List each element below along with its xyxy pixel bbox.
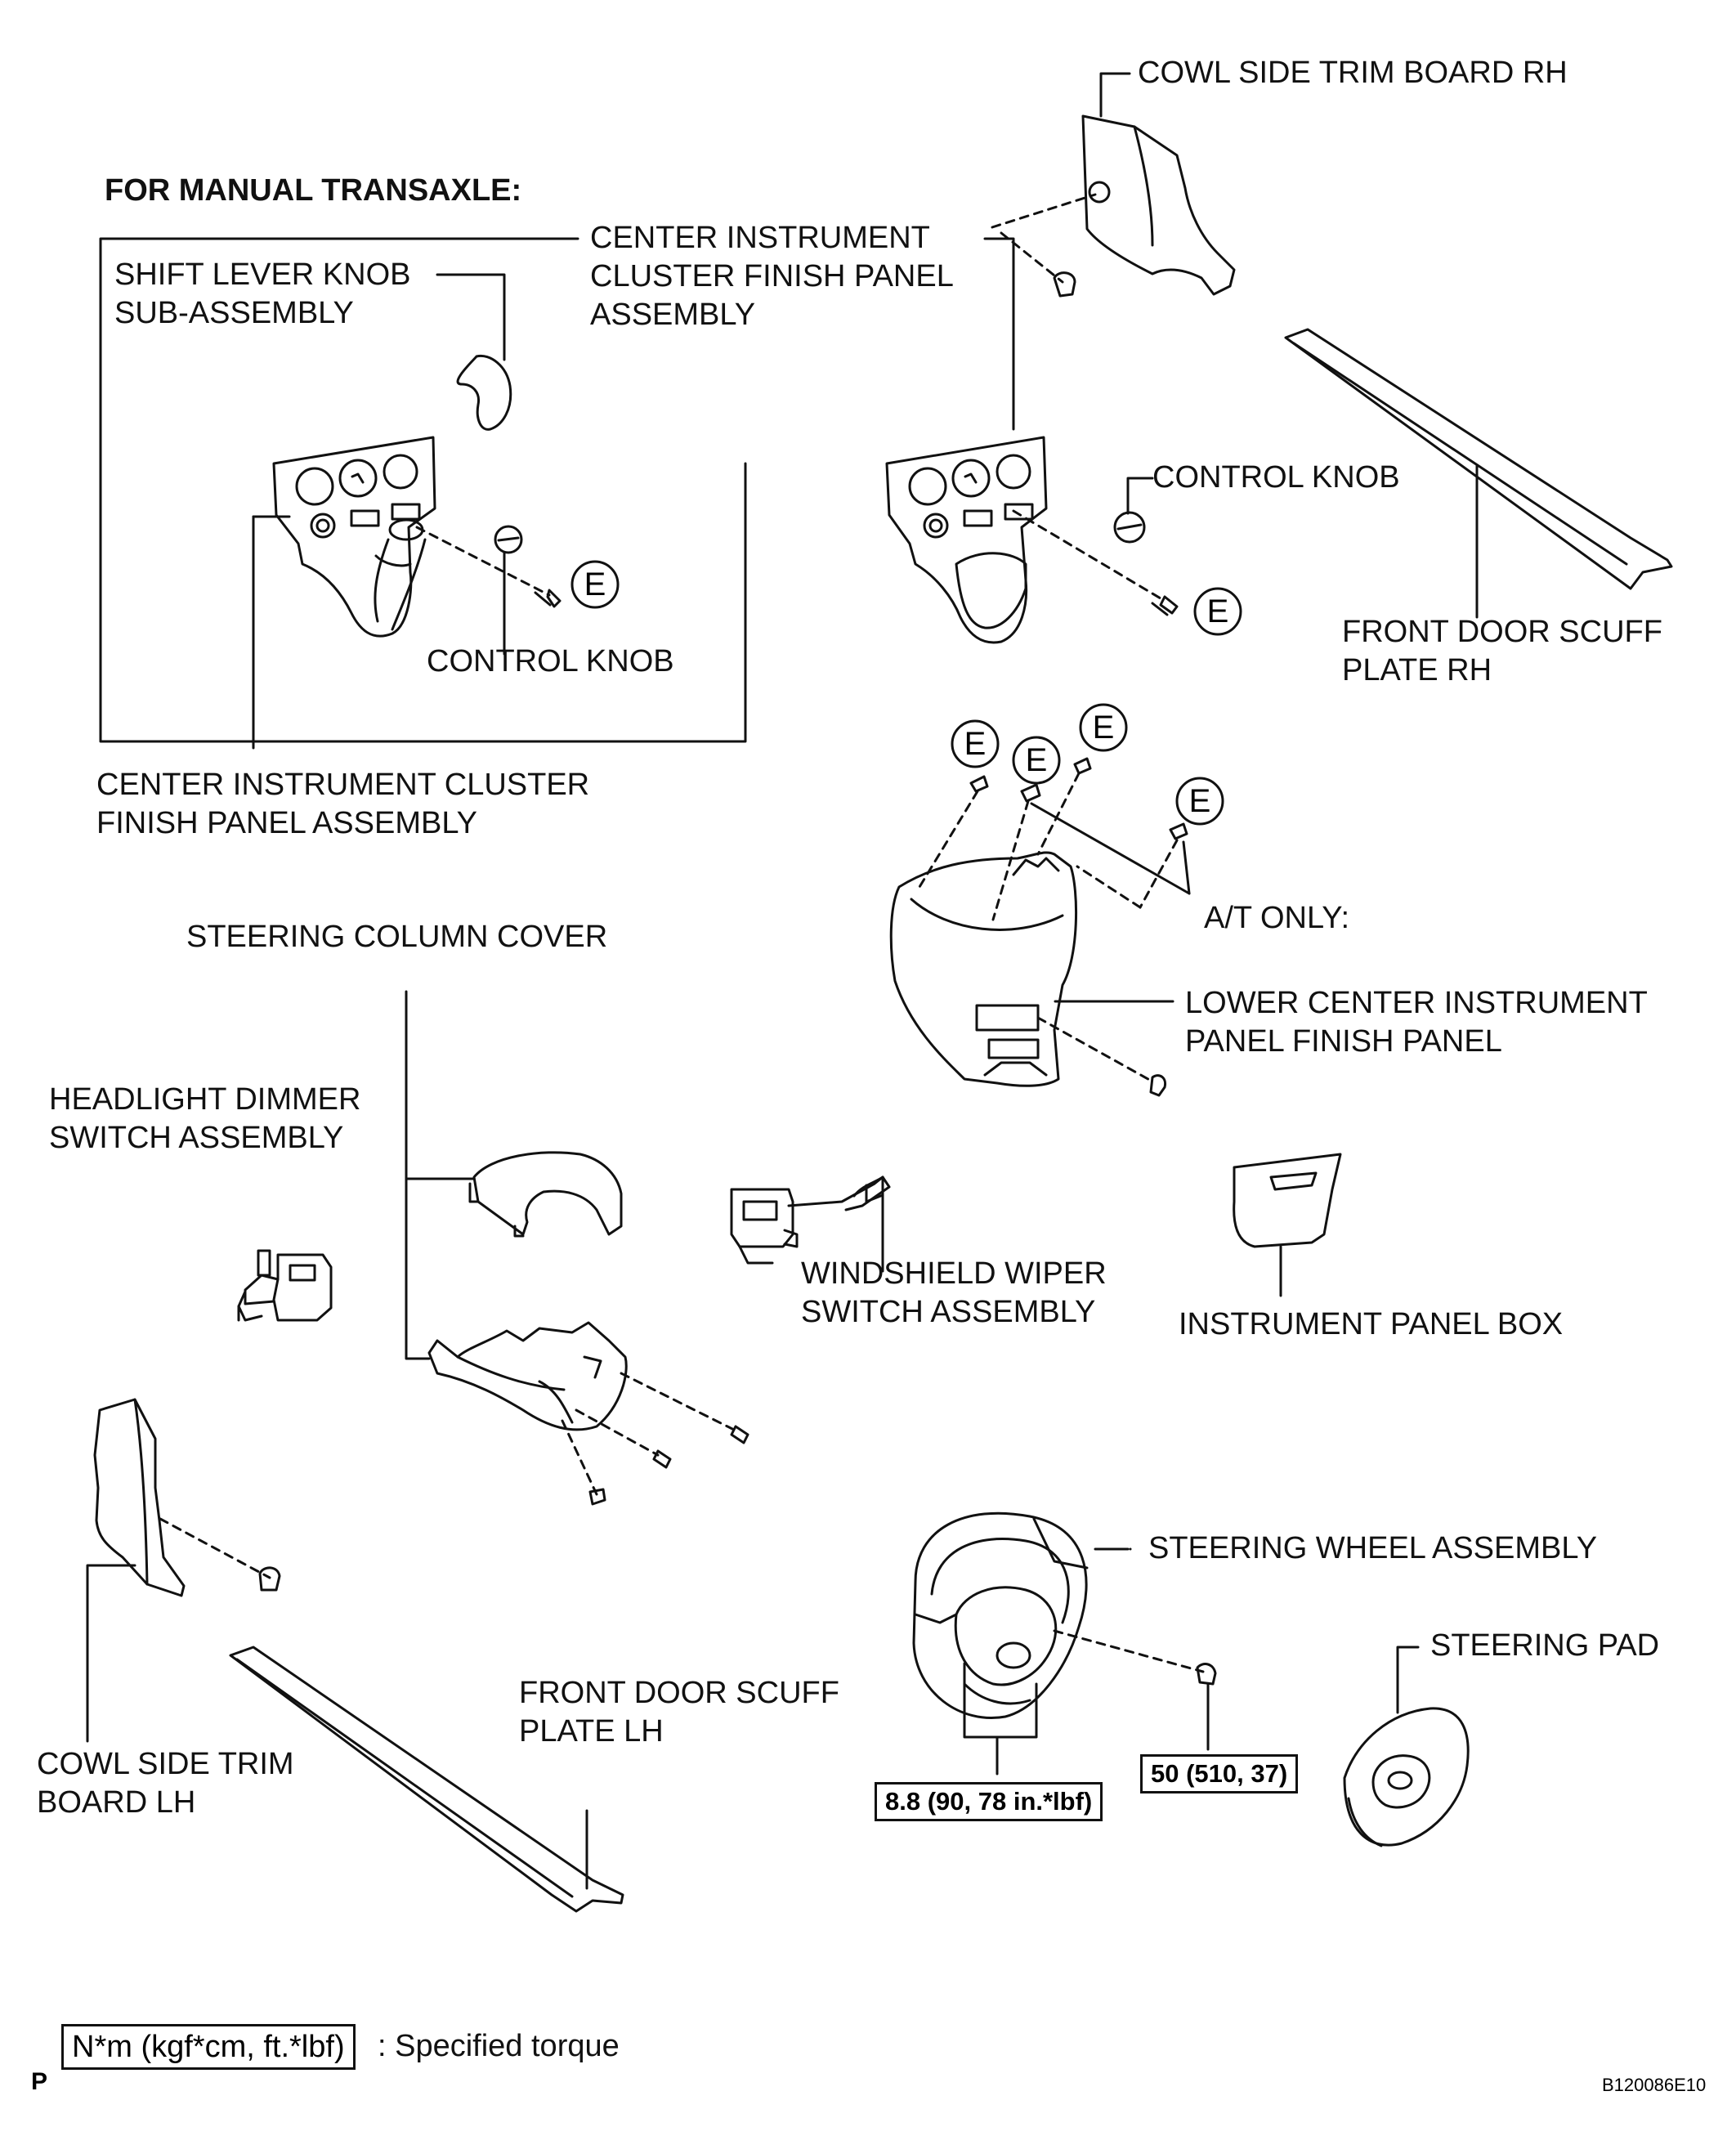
headlight-dimmer-switch-part <box>237 1249 333 1322</box>
clip-marker-circle <box>1079 703 1128 752</box>
label-control-knob-mt: CONTROL KNOB <box>427 644 674 678</box>
label-front-door-scuff-rh-1: FRONT DOOR SCUFF <box>1342 615 1662 649</box>
label-windshield-wiper-1: WINDSHIELD WIPER <box>801 1256 1107 1291</box>
clip-marker-circle <box>570 560 620 609</box>
label-lower-center-panel-1: LOWER CENTER INSTRUMENT <box>1185 986 1648 1020</box>
label-at-only: A/T ONLY: <box>1204 901 1350 935</box>
torque-steering-wheel-bolts: 8.8 (90, 78 in.*lbf) <box>875 1782 1103 1821</box>
label-cowl-side-trim-board-rh: COWL SIDE TRIM BOARD RH <box>1138 56 1568 90</box>
label-steering-pad: STEERING PAD <box>1430 1628 1660 1663</box>
label-shift-lever-knob-1: SHIFT LEVER KNOB <box>114 257 411 292</box>
figure-code: B120086E10 <box>1602 2075 1707 2095</box>
label-center-panel-top-2: CLUSTER FINISH PANEL <box>590 259 954 293</box>
clip-mark-e: E <box>1092 710 1115 746</box>
steering-pad-part <box>1343 1646 1470 1847</box>
steering-column-cover-part <box>405 990 749 1506</box>
label-cowl-side-trim-lh-2: BOARD LH <box>37 1785 196 1820</box>
label-control-knob-at: CONTROL KNOB <box>1152 460 1400 495</box>
clip-mark-e: E <box>964 726 987 762</box>
heading-manual-transaxle: FOR MANUAL TRANSAXLE: <box>105 173 522 208</box>
label-headlight-dimmer-1: HEADLIGHT DIMMER <box>49 1082 361 1117</box>
label-headlight-dimmer-2: SWITCH ASSEMBLY <box>49 1121 344 1155</box>
clip-marker-circle <box>1012 736 1061 785</box>
corner-mark: P <box>31 2068 48 2095</box>
shift-lever-knob-part <box>436 273 512 431</box>
label-steering-wheel-assembly: STEERING WHEEL ASSEMBLY <box>1148 1531 1598 1565</box>
legend-description: : Specified torque <box>378 2029 620 2063</box>
label-front-door-scuff-lh-2: PLATE LH <box>519 1714 664 1749</box>
manual-transaxle-frame <box>99 237 747 743</box>
label-cowl-side-trim-lh-1: COWL SIDE TRIM <box>37 1747 294 1781</box>
label-front-door-scuff-lh-1: FRONT DOOR SCUFF <box>519 1676 839 1710</box>
label-instrument-panel-box: INSTRUMENT PANEL BOX <box>1179 1307 1564 1341</box>
clip-marker-circle <box>1193 587 1242 636</box>
lower-center-panel-part <box>889 851 1174 1097</box>
front-door-scuff-plate-rh-part <box>1284 328 1673 619</box>
cowl-side-trim-board-lh-part <box>86 1398 281 1743</box>
windshield-wiper-switch-part <box>730 1175 891 1273</box>
label-shift-lever-knob-2: SUB-ASSEMBLY <box>114 296 354 330</box>
steering-wheel-part <box>912 1511 1217 1776</box>
torque-steering-wheel-nut: 50 (510, 37) <box>1140 1754 1299 1793</box>
front-door-scuff-plate-lh-part <box>229 1646 624 1913</box>
label-steering-column-cover: STEERING COLUMN COVER <box>186 920 608 954</box>
clip-marker-circle <box>951 719 1000 768</box>
label-center-panel-mt-1: CENTER INSTRUMENT CLUSTER <box>96 768 590 802</box>
label-front-door-scuff-rh-2: PLATE RH <box>1342 653 1492 687</box>
at-screws-part <box>918 757 1191 921</box>
clip-mark-e: E <box>1025 742 1048 778</box>
control-knob-at-part <box>1012 477 1179 616</box>
clip-mark-e: E <box>1206 593 1229 629</box>
instrument-panel-box-part <box>1233 1153 1342 1297</box>
legend-torque-box: N*m (kgf*cm, ft.*lbf) <box>61 2024 356 2070</box>
label-lower-center-panel-2: PANEL FINISH PANEL <box>1185 1024 1502 1059</box>
label-center-panel-mt-2: FINISH PANEL ASSEMBLY <box>96 806 478 840</box>
control-knob-mt-part <box>415 525 562 656</box>
label-windshield-wiper-2: SWITCH ASSEMBLY <box>801 1295 1096 1329</box>
clip-marker-circle <box>1175 777 1224 826</box>
label-center-panel-top-3: ASSEMBLY <box>590 298 756 332</box>
center-cluster-panel-at-part <box>885 237 1048 644</box>
clip-mark-e: E <box>1188 783 1211 819</box>
label-center-panel-top-1: CENTER INSTRUMENT <box>590 221 930 255</box>
clip-mark-e: E <box>584 566 606 602</box>
cowl-side-trim-board-rh-part <box>991 72 1236 298</box>
center-cluster-panel-mt-part <box>252 436 436 750</box>
